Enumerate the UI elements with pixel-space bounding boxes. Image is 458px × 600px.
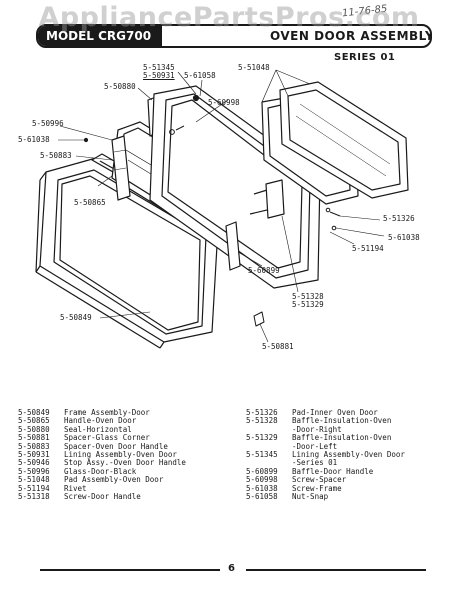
- part-description: Baffle-Door Handle: [292, 466, 374, 476]
- lining-assembly-drawing: [149, 85, 321, 289]
- page-number: 6: [228, 563, 235, 574]
- part-description: Screw-Spacer: [292, 475, 347, 485]
- callout-5-60899: 5-60899: [248, 266, 280, 275]
- part-description: -Series 01: [292, 458, 338, 468]
- pad-assembly-drawing: [261, 81, 409, 205]
- callout-5-50996: 5-50996: [32, 119, 64, 128]
- part-number: 5-50883: [18, 441, 50, 451]
- part-description: Lining Assembly-Oven Door: [292, 449, 405, 459]
- part-number: 5-60899: [246, 466, 278, 476]
- callout-5-50881: 5-50881: [262, 342, 294, 351]
- callout-5-51326: 5-51326: [383, 214, 415, 223]
- callout-5-61038-right: 5-61038: [388, 233, 420, 242]
- parts-row: 5-51326 Pad-Inner Oven Door: [246, 408, 405, 417]
- handle-spacer-drawing: [111, 135, 131, 201]
- part-number: 5-51345: [246, 449, 278, 459]
- callout-5-51345: 5-51345: [143, 63, 175, 72]
- part-number: 5-61038: [246, 483, 278, 493]
- parts-row: 5-50883 Spacer-Oven Door Handle: [18, 441, 186, 451]
- parts-row: 5-51318 Screw-Door Handle: [18, 491, 186, 501]
- parts-row: -Door-Right: [246, 424, 405, 434]
- part-number: 5-51048: [18, 475, 50, 485]
- part-number: 5-51318: [18, 491, 50, 501]
- parts-row: 5-61038 Screw-Frame: [246, 483, 405, 493]
- callout-5-51329: 5-51329: [292, 300, 324, 309]
- leader-lines: [58, 69, 385, 343]
- parts-row: 5-51194 Rivet: [18, 483, 186, 493]
- callout-5-50883: 5-50883: [40, 151, 72, 160]
- parts-row: -Series 01: [246, 458, 405, 468]
- part-description: -Door-Right: [292, 424, 342, 434]
- part-description: Screw-Door Handle: [64, 491, 141, 501]
- parts-row: 5-51345 Lining Assembly-Oven Door: [246, 449, 405, 459]
- part-description: Lining Assembly-Oven Door: [64, 449, 177, 459]
- part-description: Spacer-Oven Door Handle: [64, 441, 168, 451]
- part-number: 5-50881: [18, 433, 50, 443]
- callout-5-51328: 5-51328: [292, 292, 324, 301]
- part-description: Screw-Frame: [292, 483, 342, 493]
- parts-row: 5-51328 Baffle-Insulation-Oven: [246, 416, 405, 426]
- series-label: SERIES 01: [334, 52, 396, 63]
- parts-row: 5-51329 Baffle-Insulation-Oven: [246, 433, 405, 443]
- hardware-drawing: [83, 94, 341, 327]
- callout-5-51194: 5-51194: [352, 244, 384, 253]
- callout-5-50880: 5-50880: [104, 82, 136, 91]
- part-number: 5-51194: [18, 483, 50, 493]
- part-number: 5-61058: [246, 491, 278, 501]
- parts-row: 5-50996 Glass-Door-Black: [18, 466, 186, 476]
- part-number: 5-50946: [18, 458, 50, 468]
- parts-row: 5-60899 Baffle-Door Handle: [246, 466, 405, 476]
- parts-row: 5-50849 Frame Assembly-Door: [18, 408, 186, 417]
- part-description: Pad Assembly-Oven Door: [64, 475, 164, 485]
- page-title: OVEN DOOR ASSEMBLY: [270, 29, 432, 43]
- part-description: Stop Assy.-Oven Door Handle: [64, 458, 186, 468]
- part-number: 5-50865: [18, 416, 50, 426]
- part-description: Pad-Inner Oven Door: [292, 408, 378, 417]
- parts-row: 5-50881 Spacer-Glass Corner: [18, 433, 186, 443]
- parts-row: 5-50946 Stop Assy.-Oven Door Handle: [18, 458, 186, 468]
- parts-row: 5-60998 Screw-Spacer: [246, 475, 405, 485]
- model-label: MODEL CRG700: [38, 26, 162, 46]
- part-description: Seal-Horizontal: [64, 424, 132, 434]
- part-description: Baffle-Insulation-Oven: [292, 433, 392, 443]
- callout-5-60998: 5-60998: [208, 98, 240, 107]
- footer-rule-right: [246, 569, 426, 571]
- part-description: -Door-Left: [292, 441, 338, 451]
- parts-row: 5-50931 Lining Assembly-Oven Door: [18, 449, 186, 459]
- parts-row: 5-61058 Nut-Snap: [246, 491, 405, 501]
- part-description: Frame Assembly-Door: [64, 408, 150, 417]
- baffle-door-handle-drawing: [225, 221, 241, 271]
- part-number: 5-51326: [246, 408, 278, 417]
- parts-row: 5-50880 Seal-Horizontal: [18, 424, 186, 434]
- parts-list-left: 5-50849 Frame Assembly-Door 5-50865 Handle…: [18, 408, 186, 501]
- part-number: 5-50931: [18, 449, 50, 459]
- callout-5-61038-left: 5-61038: [18, 135, 50, 144]
- header-band: MODEL CRG700 OVEN DOOR ASSEMBLY: [36, 24, 432, 48]
- callout-5-50849: 5-50849: [60, 313, 92, 322]
- parts-row: 5-50865 Handle-Oven Door: [18, 416, 186, 426]
- part-description: Spacer-Glass Corner: [64, 433, 150, 443]
- part-number: 5-50996: [18, 466, 50, 476]
- part-number: 5-51328: [246, 416, 278, 426]
- part-number: 5-50849: [18, 408, 50, 417]
- part-description: Handle-Oven Door: [64, 416, 137, 426]
- part-description: Baffle-Insulation-Oven: [292, 416, 392, 426]
- callout-5-61058: 5-61058: [184, 71, 216, 80]
- callout-5-50865: 5-50865: [74, 198, 106, 207]
- part-description: Rivet: [64, 483, 87, 493]
- parts-row: 5-51048 Pad Assembly-Oven Door: [18, 475, 186, 485]
- part-number: 5-50880: [18, 424, 50, 434]
- part-description: Nut-Snap: [292, 491, 329, 501]
- part-number: 5-51329: [246, 433, 278, 443]
- footer-rule-left: [40, 569, 220, 571]
- part-number: 5-60998: [246, 475, 278, 485]
- callout-5-50931: 5-50931: [143, 71, 175, 80]
- callout-5-51048: 5-51048: [238, 63, 270, 72]
- parts-row: -Door-Left: [246, 441, 405, 451]
- part-description: Glass-Door-Black: [64, 466, 137, 476]
